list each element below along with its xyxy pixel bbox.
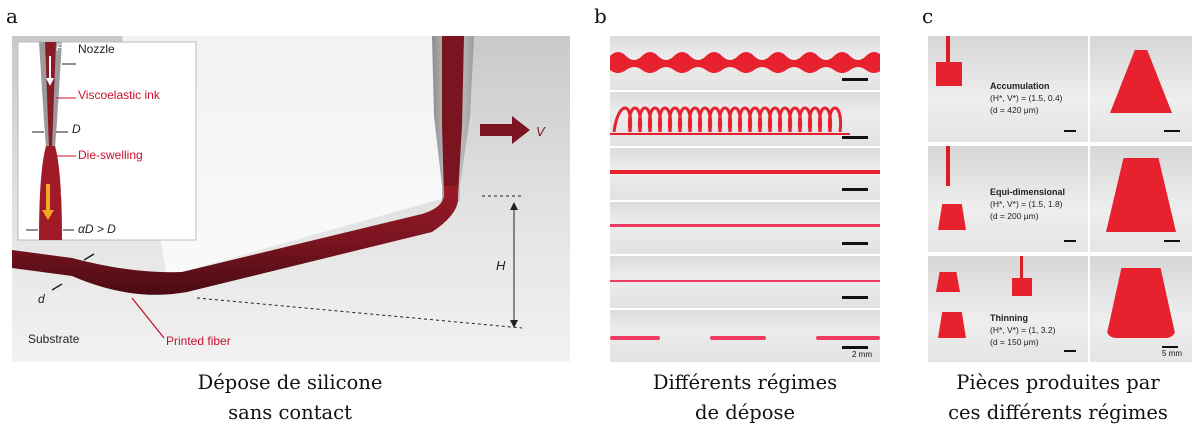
panel-b-scale-label: 2 mm	[852, 350, 872, 359]
accumulation-diameter: (d = 420 μm)	[990, 105, 1039, 115]
regime-photo-accumulation: Accumulation (H*, V*) = (1.5, 0.4) (d = …	[928, 36, 1088, 142]
regime-strip-droplets: 2 mm	[610, 310, 880, 362]
panel-c-caption-line-1: Pièces produites par	[956, 371, 1160, 394]
panel-c-scale-label: 5 mm	[1162, 349, 1182, 358]
accumulation-text: Accumulation (H*, V*) = (1.5, 0.4) (d = …	[990, 80, 1063, 116]
regime-strip-straight-1	[610, 148, 880, 200]
panel-b-caption: Différents régimes de dépose	[600, 368, 890, 428]
panel-c-label: c	[922, 4, 934, 28]
magnification-beam	[122, 36, 452, 276]
thinning-title: Thinning	[990, 313, 1028, 323]
panel-c-caption-line-2: ces différents régimes	[948, 401, 1168, 424]
part-photo-accumulation	[1090, 36, 1192, 142]
equi-dimensional-diameter: (d = 200 μm)	[990, 211, 1039, 221]
panel-b-label: b	[594, 4, 607, 28]
regime-strip-straight-2	[610, 202, 880, 254]
swelled-diameter-label: αD > D	[78, 222, 116, 236]
panel-a-schematic: P Nozzle Viscoelastic ink D Die-swelling…	[12, 36, 570, 362]
regime-photo-thinning: Thinning (H*, V*) = (1, 3.2) (d = 150 μm…	[928, 256, 1088, 362]
panel-a-caption-line-1: Dépose de silicone	[197, 371, 383, 394]
substrate-label: Substrate	[28, 332, 80, 346]
printed-fiber-label: Printed fiber	[166, 334, 231, 348]
c-speed-label: C	[60, 186, 69, 200]
panel-a-caption: Dépose de silicone sans contact	[120, 368, 460, 428]
regime-photo-equi-dimensional: Equi-dimensional (H*, V*) = (1.5, 1.8) (…	[928, 146, 1088, 252]
height-label: H	[496, 258, 506, 273]
nozzle-ink	[442, 36, 464, 196]
fiber-diameter-label: d	[38, 292, 45, 306]
thinning-diameter: (d = 150 μm)	[990, 337, 1039, 347]
printed-fiber-leader	[131, 297, 165, 339]
h-bottom-dashed	[196, 297, 523, 329]
diameter-label: D	[72, 122, 81, 136]
thinning-params: (H*, V*) = (1, 3.2)	[990, 325, 1056, 335]
part-photo-thinning: 5 mm	[1090, 256, 1192, 362]
panel-a-caption-line-2: sans contact	[228, 401, 352, 424]
inset-swelled-ink	[39, 146, 62, 240]
inset-c-arrow	[42, 210, 54, 220]
equi-dimensional-params: (H*, V*) = (1.5, 1.8)	[990, 199, 1063, 209]
fiber-printing-schematic	[12, 36, 570, 362]
velocity-label: V	[536, 124, 545, 139]
regime-strip-straight-3	[610, 256, 880, 308]
printed-fiber	[12, 186, 458, 295]
panel-a-label: a	[6, 4, 18, 28]
panel-b-caption-line-1: Différents régimes	[652, 371, 838, 394]
part-photo-equi-dimensional	[1090, 146, 1192, 252]
accumulation-title: Accumulation	[990, 81, 1050, 91]
d-marker-bottom	[51, 283, 63, 291]
nozzle-label: Nozzle	[78, 42, 115, 56]
panel-c-caption: Pièces produites par ces différents régi…	[920, 368, 1196, 428]
velocity-arrow	[480, 116, 530, 144]
panel-b-caption-line-2: de dépose	[694, 401, 795, 424]
panel-c-photos: Accumulation (H*, V*) = (1.5, 0.4) (d = …	[928, 36, 1192, 362]
pressure-label: P	[56, 42, 64, 54]
equi-dimensional-text: Equi-dimensional (H*, V*) = (1.5, 1.8) (…	[990, 186, 1065, 222]
thinning-text: Thinning (H*, V*) = (1, 3.2) (d = 150 μm…	[990, 312, 1055, 348]
d-marker-top	[83, 253, 95, 261]
panel-b-photos: 2 mm	[610, 36, 880, 362]
regime-strip-coiling	[610, 92, 880, 146]
accumulation-params: (H*, V*) = (1.5, 0.4)	[990, 93, 1063, 103]
viscoelastic-ink-label: Viscoelastic ink	[78, 88, 160, 102]
regime-strip-wavy	[610, 36, 880, 90]
equi-dimensional-title: Equi-dimensional	[990, 187, 1066, 197]
die-swelling-label: Die-swelling	[78, 148, 143, 162]
